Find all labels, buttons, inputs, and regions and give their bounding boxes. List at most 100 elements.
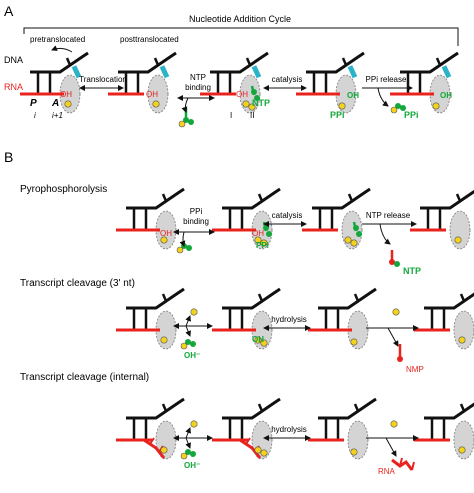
released-rna-fragment (391, 457, 415, 471)
pyro-ppi-label: PPi (256, 241, 269, 250)
free-ntp (178, 108, 194, 128)
dna-strand (126, 287, 185, 310)
complex-unit (200, 51, 269, 114)
arrow-ppi-in (179, 231, 186, 247)
step-ntp-binding-2: binding (185, 83, 211, 92)
dna-branch (257, 193, 264, 202)
mg-ion (254, 446, 262, 454)
mg-ion (458, 336, 466, 344)
complex-unit (212, 187, 281, 250)
trigger-loop-marker (441, 65, 452, 79)
step-c3-hydrolysis: hydrolysis (271, 315, 307, 324)
label-oh-a2: OH (146, 90, 158, 99)
mg-ion (458, 446, 466, 454)
active-site-pocket (453, 310, 474, 350)
mg-ion (350, 239, 358, 247)
ntp-phosphate (254, 95, 260, 101)
mg-ion (190, 308, 198, 316)
released-ntp (389, 250, 400, 267)
mg-ion (178, 120, 186, 128)
complex-unit (414, 292, 474, 350)
phosphate (394, 261, 400, 267)
c3-ohminus-label: OH⁻ (184, 351, 200, 360)
label-posttranslocated: posttranslocated (120, 35, 179, 44)
hydroxide-mg (180, 339, 196, 350)
dna-strand (312, 187, 371, 210)
mg-ion (152, 100, 160, 108)
rna-tail-base (245, 437, 251, 445)
step-ci-hydrolysis: hydrolysis (271, 425, 307, 434)
dna-branch (435, 57, 442, 66)
cycle-title: Nucleotide Addition Cycle (189, 14, 291, 24)
active-site-pocket (449, 210, 471, 250)
complex-unit (212, 287, 281, 350)
dna-branch (65, 57, 72, 66)
label-oh-a5: OH (440, 91, 452, 100)
step-translocation: Translocation (79, 75, 127, 84)
dna-strand (222, 397, 281, 420)
step-ntp-release: NTP release (366, 211, 411, 220)
ci-rna-label: RNA (378, 467, 396, 476)
ntp-phosphate (266, 231, 272, 237)
released-mg (390, 420, 398, 428)
complex-unit (296, 51, 365, 114)
mg-ion (190, 420, 198, 428)
mg-ion (160, 336, 168, 344)
dna-branch (161, 403, 168, 412)
mg-ion (248, 103, 256, 111)
mg-ion (176, 246, 184, 254)
complex-unit (108, 51, 177, 114)
dna-branch (153, 57, 160, 66)
ntp-phosphate (356, 231, 362, 237)
dna-branch (257, 403, 264, 412)
dna-branch (353, 293, 360, 302)
dna-strand (118, 51, 177, 74)
complex-unit (116, 287, 185, 350)
mg-ion (350, 338, 358, 346)
arrow-ntp-out (379, 223, 391, 245)
step-ppi-binding-1: PPi (190, 207, 203, 216)
label-oh-a1: OH (60, 90, 72, 99)
complex-unit (390, 51, 459, 114)
dna-strand (318, 397, 377, 420)
label-p-site: P (30, 98, 37, 109)
arrow-ci-down (185, 437, 191, 449)
mg-ion (454, 236, 462, 244)
released-nmp (397, 344, 403, 362)
dna-strand (126, 187, 185, 210)
title-cleavage-internal: Transcript cleavage (internal) (20, 372, 149, 383)
free-mg (190, 420, 198, 428)
pyro-oh-label: OH (160, 229, 172, 238)
dna-branch (245, 57, 252, 66)
released-ppi (390, 103, 406, 114)
arrow-ppi-out (377, 87, 389, 107)
complex-unit (308, 397, 377, 460)
mg-ion (254, 236, 262, 244)
mg-ion (338, 102, 346, 110)
phosphate (395, 103, 401, 109)
rna-tail-base (149, 437, 155, 445)
label-ppi-released: PPi (404, 110, 419, 120)
mg-ion (64, 100, 72, 108)
mg-ion (242, 100, 250, 108)
dna-branch (353, 403, 360, 412)
dna-strand (318, 287, 377, 310)
hydroxide-mg (180, 449, 196, 460)
dna-branch (161, 193, 168, 202)
phosphate (397, 356, 403, 362)
c3-oh-label: OH (252, 335, 264, 344)
active-site-pocket (453, 420, 474, 460)
complex-unit (116, 187, 185, 250)
arrow-ci-rna-out (385, 437, 397, 457)
label-oh-a3: OH (236, 90, 248, 99)
dna-strand (126, 397, 185, 420)
complex-unit (116, 397, 185, 460)
label-site-II: II (250, 111, 254, 120)
dna-strand (424, 292, 474, 310)
label-pretranslocated: pretranslocated (30, 35, 85, 44)
mg-ion (432, 102, 440, 110)
label-i-plus-1: i+1 (52, 111, 63, 120)
step-ppi-binding-2: binding (183, 217, 209, 226)
phosphate (185, 449, 191, 455)
step-catalysis: catalysis (272, 75, 303, 84)
